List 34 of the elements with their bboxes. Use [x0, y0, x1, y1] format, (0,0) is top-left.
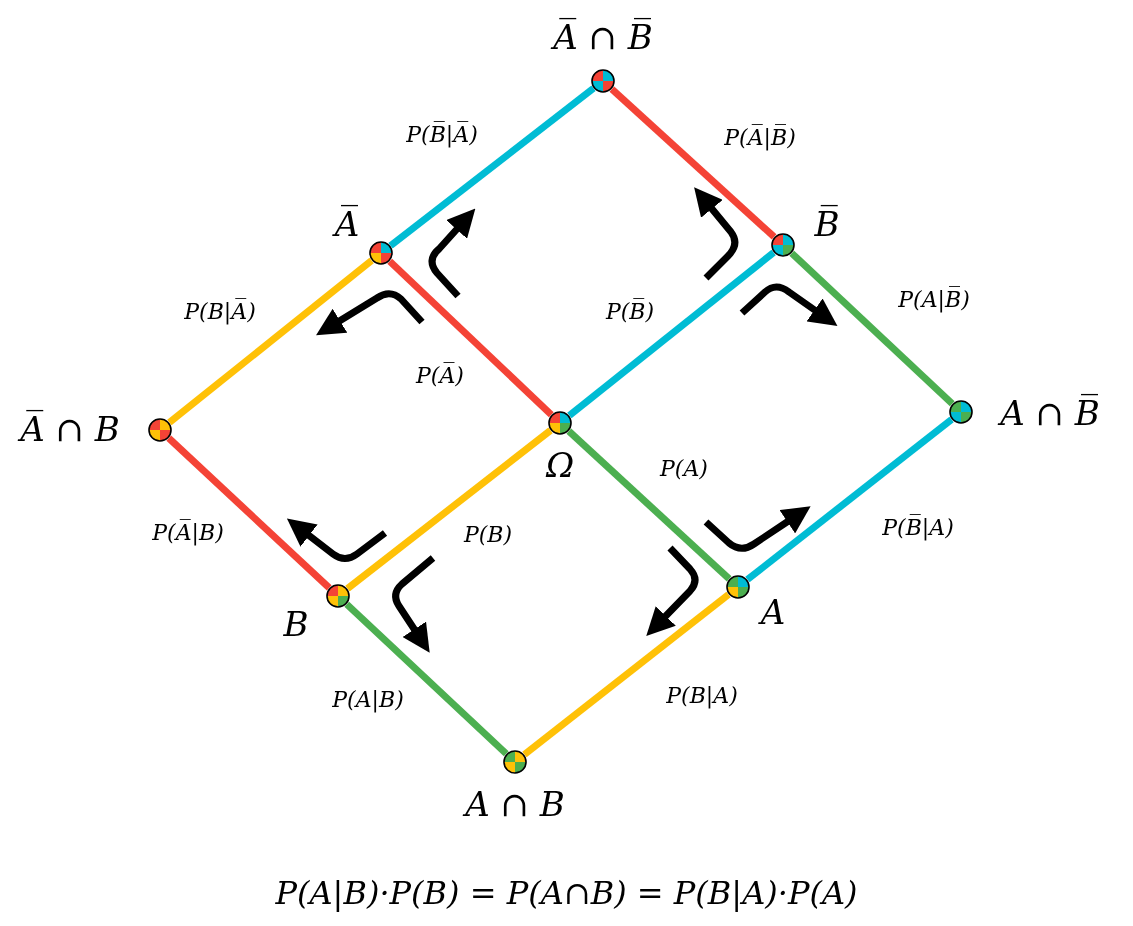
edge-label: P(A̅) [414, 362, 466, 390]
edge-label: P(B̅|A) [880, 514, 956, 542]
quadrant-circle [148, 418, 172, 442]
edge-line [388, 85, 596, 249]
edge-line [345, 427, 553, 592]
edge-line [566, 428, 732, 582]
quadrant-circle [591, 69, 615, 93]
edge-label: P(A|B̅) [896, 286, 972, 314]
edge-line [167, 257, 374, 426]
quadrant-circle [548, 411, 572, 435]
set-label: B [283, 606, 309, 644]
set-label: B̅ [814, 206, 840, 244]
edge-label: P(A̅|B̅) [722, 124, 798, 152]
edge-line [522, 591, 731, 758]
quadrant-circle [369, 241, 393, 265]
quadrant-circle [726, 575, 750, 599]
edge-label: P(B|A̅) [182, 298, 258, 326]
edge-line [745, 416, 954, 583]
edge-label: P(A̅|B) [150, 519, 226, 547]
edge-label: P(B̅|A̅) [404, 121, 480, 149]
set-label: A̅ [334, 206, 360, 244]
edge-line [166, 435, 332, 591]
quadrant-circle [949, 400, 973, 424]
quadrant-circle [771, 233, 795, 257]
quadrant-circle [503, 750, 527, 774]
edge-line [789, 250, 955, 407]
edge-line [387, 258, 554, 418]
edge-line [609, 86, 777, 240]
edge-line [344, 601, 509, 757]
formula-caption: P(A|B)·P(B) = P(A∩B) = P(B|A)·P(A) [275, 874, 858, 912]
quadrant-circle [326, 584, 350, 608]
set-label: A [760, 594, 786, 632]
edge-line [567, 249, 776, 419]
set-label: Ω [545, 447, 575, 485]
